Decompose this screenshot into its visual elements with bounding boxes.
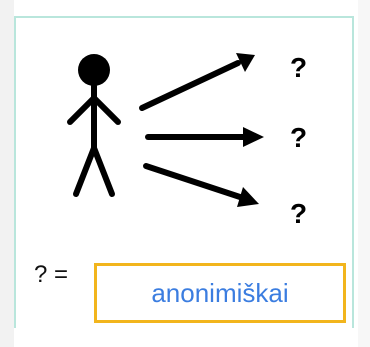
diagram-frame	[14, 16, 354, 328]
stick-figure	[67, 54, 121, 197]
question-mark-bottom: ?	[290, 198, 307, 229]
legend-question-equals: ? =	[34, 261, 69, 288]
figure-head	[78, 54, 110, 86]
answer-box: anonimiškai	[94, 263, 346, 323]
question-mark-top: ?	[290, 52, 307, 83]
left-gutter	[0, 0, 14, 347]
arrow-up	[139, 53, 255, 111]
figure-right-arm	[91, 95, 121, 125]
figure-left-leg	[73, 145, 97, 197]
question-mark-middle: ?	[290, 122, 307, 153]
answer-text: anonimiškai	[151, 277, 289, 308]
right-gutter	[358, 0, 370, 347]
arrow-down	[143, 163, 259, 207]
arrow-middle	[145, 127, 264, 147]
figure-right-leg	[91, 145, 115, 197]
figure-left-arm	[67, 95, 97, 125]
